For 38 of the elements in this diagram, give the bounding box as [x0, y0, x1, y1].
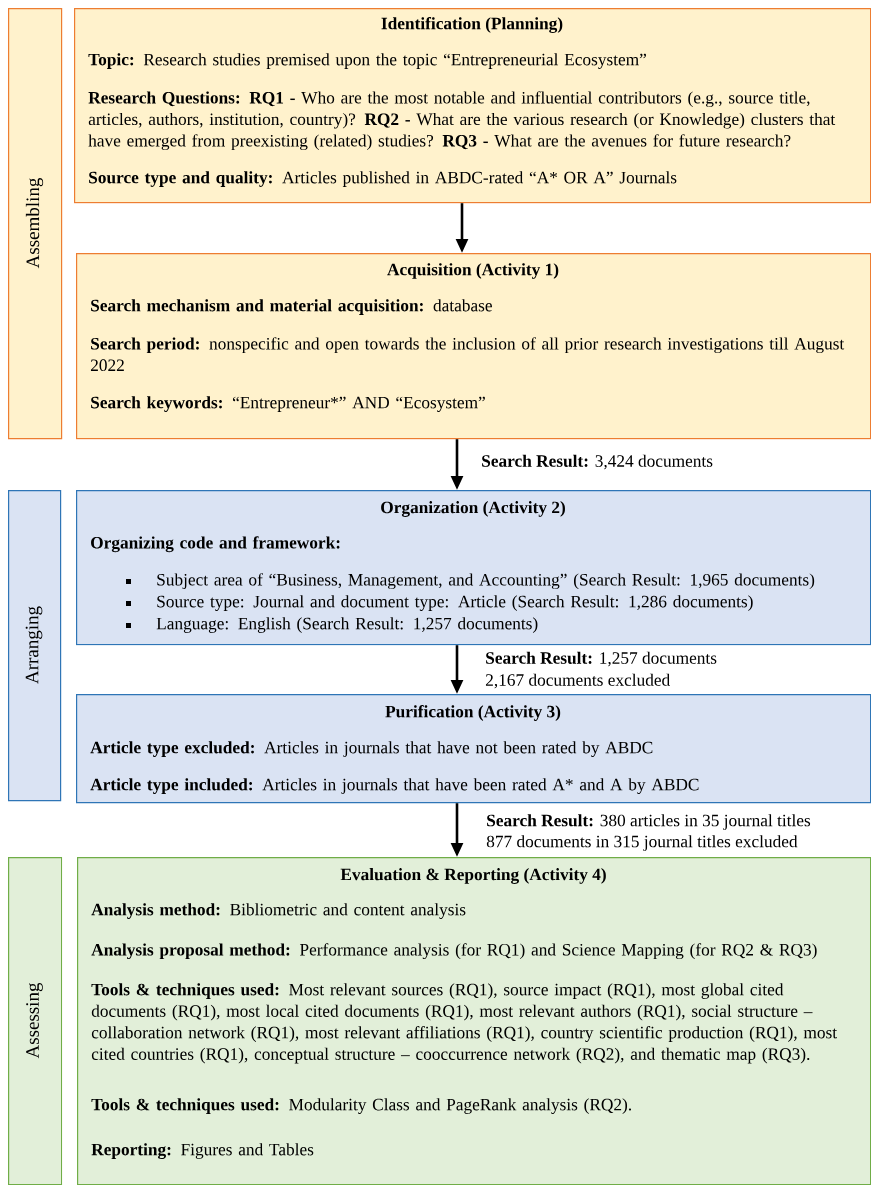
band-label: Assembling	[25, 178, 44, 269]
band-label: Arranging	[25, 606, 43, 684]
box-heading: Organization (Activity 2)	[381, 501, 565, 517]
bullet-item: Source type: Journal and document type: Article (Search Result: 1,286 documents)	[157, 595, 753, 611]
field-description: Analysis proposal method: Performance analysis (for RQ1) and Science Mapping (for RQ2 & RQ3)	[91, 943, 817, 960]
bullet-item: Language: English (Search Result: 1,257 documents)	[156, 617, 538, 633]
band-label: Assessing	[26, 982, 43, 1059]
stage-band	[8, 490, 62, 802]
field-description: Source type and quality: Articles published in ABDC-rated “A* OR A” Journals	[89, 171, 677, 187]
edge-label: Search Result: 3,424 documents	[480, 453, 714, 471]
field-description: Article type included: Articles in journals that have been rated A* and A by ABDC	[90, 778, 699, 794]
field-description: Research Questions: RQ1 - Who are the most notable and influential contributors (e.g., source title, articles, authors, institution, country)? RQ2 - What are the various research (or Knowledge) clusters that have emerged from preexisting (related) studies? RQ3 - What are the avenues for future research?	[88, 91, 836, 151]
field-description: Article type excluded: Articles in journals that have not been rated by ABDC	[90, 741, 653, 757]
result-note: 2,167 documents excluded	[485, 673, 670, 689]
field-description: Organizing code and framework:	[91, 536, 340, 553]
process-box	[76, 253, 871, 440]
result-note: 877 documents in 315 journal titles excluded	[486, 835, 798, 851]
field-description: Search keywords: “Entrepreneur*” AND “Ecosystem”	[91, 396, 485, 412]
field-description: Tools & techniques used: Most relevant sources (RQ1), source impact (RQ1), most global cited documents (RQ1), most local cited documents (RQ1), most relevant authors (RQ1), social structure – collaboration network (RQ1), most relevant affiliations (RQ1), country scientific production (RQ1), most cited countries (RQ1), conceptual structure – cooccurrence network (RQ2), and thematic map (RQ3).	[91, 983, 837, 1064]
stage-band	[8, 8, 63, 440]
field-description: Topic: Research studies premised upon the topic “Entrepreneurial Ecosystem”	[88, 53, 646, 69]
bullet-item: Subject area of “Business, Management, and Accounting” (Search Result: 1,965 documents)	[157, 573, 815, 590]
field-description: Analysis method: Bibliometric and content analysis	[91, 903, 466, 919]
field-description: Reporting: Figures and Tables	[91, 1143, 314, 1160]
field-description: Search period: nonspecific and open towards the inclusion of all prior research investigations till August 2022	[90, 337, 845, 372]
box-heading: Evaluation & Reporting (Activity 4)	[340, 868, 606, 884]
stage-band	[8, 857, 63, 1185]
box-heading: Identification (Planning)	[381, 17, 563, 33]
edge-label: Search Result: 1,257 documents	[484, 650, 718, 668]
process-box	[76, 694, 871, 804]
box-heading: Purification (Activity 3)	[385, 705, 561, 721]
box-heading: Acquisition (Activity 1)	[387, 263, 559, 279]
field-description: Tools & techniques used: Modularity Class and PageRank analysis (RQ2).	[91, 1098, 631, 1114]
edge-label: Search Result: 380 articles in 35 journal titles	[485, 813, 812, 831]
field-description: Search mechanism and material acquisition: database	[91, 299, 492, 315]
process-box	[77, 857, 871, 1185]
process-box	[74, 8, 871, 204]
process-box	[76, 490, 871, 646]
